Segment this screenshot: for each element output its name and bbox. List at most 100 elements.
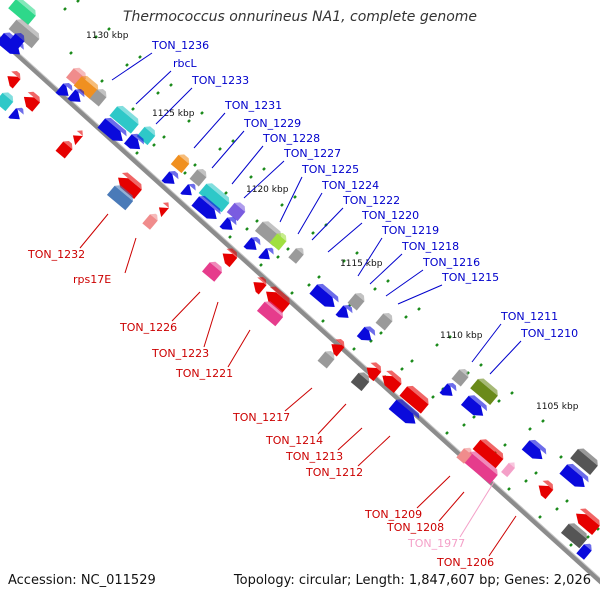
gene-label-forward: TON_1215: [441, 271, 499, 284]
scale-tick: [386, 279, 390, 283]
scale-tick: [524, 479, 528, 483]
gene-block: [388, 399, 420, 424]
gene-block: [202, 261, 222, 282]
gene-label-forward: TON_1236: [151, 39, 209, 52]
gene-block: [0, 92, 14, 112]
leader-line: [231, 145, 264, 185]
scale-tick: [462, 423, 466, 427]
scale-tick: [135, 151, 139, 155]
scale-tick: [541, 419, 545, 423]
scale-tick: [290, 291, 294, 295]
scale-tick: [472, 415, 476, 419]
leader-line: [459, 481, 495, 538]
gene-block: [180, 183, 196, 196]
gene-block: [472, 439, 504, 469]
leader-line: [171, 291, 201, 322]
scale-tick: [445, 431, 449, 435]
map-title: Thermococcus onnurineus NA1, complete ge…: [122, 9, 478, 25]
scale-tick: [138, 55, 142, 59]
scale-tick: [107, 27, 111, 31]
gene-block: [118, 172, 142, 199]
gene-label-reverse: rps17E: [73, 273, 111, 286]
topology-text: Topology: circular; Length: 1,847,607 bp…: [233, 573, 591, 588]
gene-block: [439, 383, 457, 396]
gene-block: [189, 169, 207, 187]
leader-line: [124, 237, 137, 274]
leader-line: [135, 70, 172, 105]
scale-ticks: [63, 0, 600, 547]
leader-line: [317, 403, 347, 435]
leader-line: [155, 87, 193, 125]
scale-tick: [280, 203, 284, 207]
scale-label: 1110 kbp: [440, 331, 483, 341]
scale-tick: [125, 63, 129, 67]
gene-label-forward: TON_1210: [520, 327, 578, 340]
scale-tick: [528, 427, 532, 431]
gene-block: [136, 126, 156, 146]
scale-tick: [293, 195, 297, 199]
scale-tick: [534, 471, 538, 475]
scale-tick: [555, 507, 559, 511]
scale-tick: [187, 119, 191, 123]
scale-tick: [307, 283, 311, 287]
leader-line: [385, 269, 424, 297]
gene-block: [356, 326, 376, 341]
scale-tick: [586, 535, 590, 539]
gene-block: [269, 233, 287, 251]
scale-tick: [262, 167, 266, 171]
leader-line: [284, 387, 313, 412]
scale-tick: [538, 515, 542, 519]
leader-line: [79, 213, 109, 249]
gene-block: [219, 217, 237, 230]
gene-block: [375, 313, 393, 331]
scale-label: 1125 kbp: [152, 109, 195, 119]
gene-block: [8, 107, 24, 120]
gene-block: [97, 117, 127, 141]
scale-tick: [373, 287, 377, 291]
scale-tick: [321, 319, 325, 323]
gene-label-forward: TON_1218: [401, 240, 459, 253]
gene-block: [570, 448, 598, 475]
gene-label-reverse: TON_1214: [265, 434, 323, 447]
gene-block: [288, 247, 304, 264]
gene-block: [23, 91, 40, 112]
gene-block: [198, 183, 230, 213]
genome-backbone: [0, 35, 600, 585]
gene-block: [72, 130, 83, 146]
scale-tick: [169, 83, 173, 87]
scale-tick: [218, 147, 222, 151]
scale-tick: [448, 335, 452, 339]
gene-block: [347, 293, 365, 311]
gene-block: [309, 283, 339, 307]
gene-block: [335, 305, 353, 318]
scale-tick: [417, 307, 421, 311]
forward-gene-labels: TON_1236rbcLTON_1233TON_1231TON_1229TON_…: [151, 39, 578, 340]
gene-block: [7, 71, 21, 89]
gene-block: [560, 523, 588, 549]
gene-block: [253, 277, 267, 295]
scale-tick: [245, 227, 249, 231]
scale-tick: [355, 251, 359, 255]
leader-line: [193, 112, 226, 149]
gene-block: [470, 378, 498, 405]
leader-line: [489, 340, 522, 375]
gene-block: [8, 19, 40, 49]
leader-line: [357, 435, 391, 467]
gene-block: [89, 89, 107, 107]
gene-label-forward: TON_1219: [381, 224, 439, 237]
leader-line: [397, 284, 443, 305]
gene-block: [559, 463, 589, 487]
scale-tick: [400, 367, 404, 371]
scale-tick: [352, 347, 356, 351]
gene-label-reverse: TON_1209: [364, 508, 422, 521]
gene-label-reverse: TON_1212: [305, 466, 363, 479]
reverse-gene-labels: TON_1232rps17ETON_1226TON_1223TON_1221TO…: [27, 248, 494, 569]
gene-label-forward: TON_1220: [361, 209, 419, 222]
scale-label: 1120 kbp: [246, 185, 289, 195]
gene-block: [170, 154, 190, 174]
scale-tick: [76, 0, 80, 3]
gene-label-forward: TON_1225: [301, 163, 359, 176]
scale-tick: [479, 363, 483, 367]
